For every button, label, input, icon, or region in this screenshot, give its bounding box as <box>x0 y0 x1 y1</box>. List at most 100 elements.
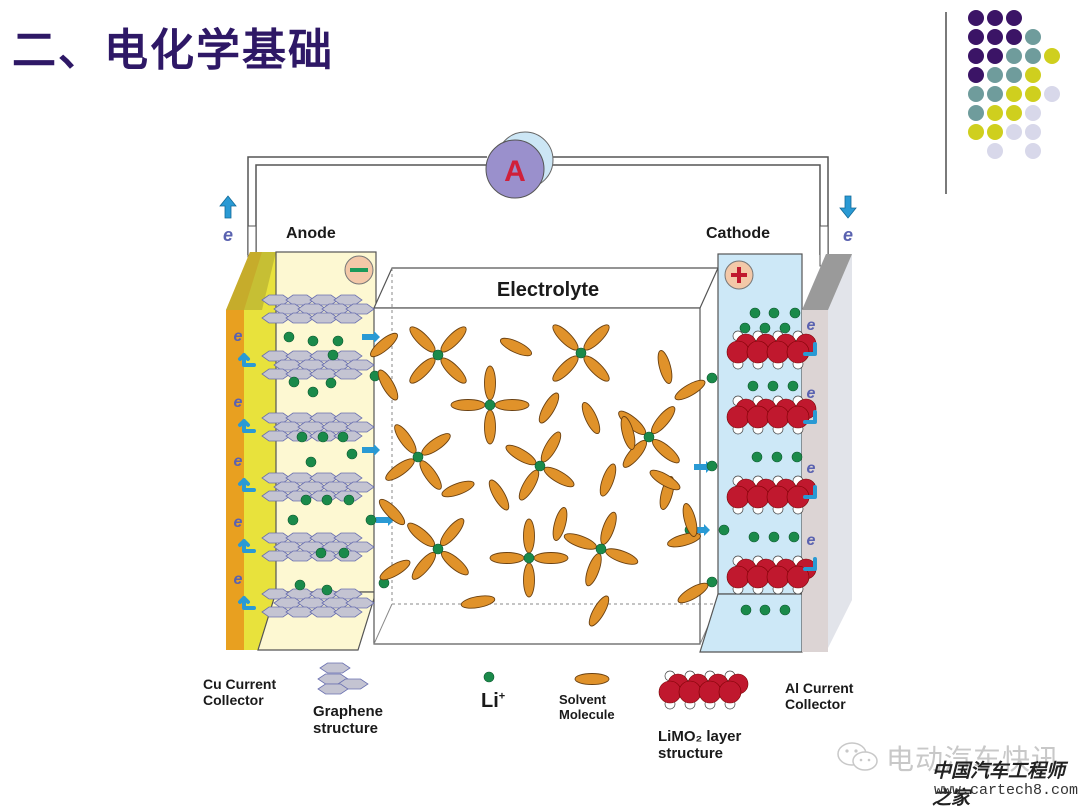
solvent-molecule <box>484 409 496 445</box>
solvent-molecule <box>489 552 525 564</box>
solvent-molecule <box>379 559 411 581</box>
li-ion-dot <box>788 531 800 543</box>
solvent-molecule <box>552 507 568 541</box>
graphene-hexagon <box>333 606 363 618</box>
decorative-dot <box>1044 86 1060 102</box>
li-ion-dot <box>771 451 783 463</box>
electron-symbol: e <box>234 514 243 531</box>
li-ion-dot <box>751 451 763 463</box>
solvent-molecule <box>588 595 610 627</box>
graphene-hexagon <box>333 312 363 324</box>
li-ion-dot <box>300 494 312 506</box>
decorative-dot <box>1006 48 1022 64</box>
electron-symbol-anode: e <box>223 225 233 245</box>
metal-atom <box>718 680 742 704</box>
electron-symbol: e <box>807 532 816 549</box>
electron-symbol: e <box>807 385 816 402</box>
electron-symbol: e <box>234 453 243 470</box>
electrolyte-label: Electrolyte <box>497 279 599 301</box>
legend-limo2-line2: structure <box>658 745 724 763</box>
legend-limo2: LiMO₂ layer structure <box>658 728 741 763</box>
decorative-dot <box>987 10 1003 26</box>
legend-li-ion: Li+ <box>481 690 505 713</box>
legend-al-collector-line2: Collector <box>785 696 846 713</box>
li-ion-dot <box>346 448 358 460</box>
li-ion-dot <box>643 431 655 443</box>
legend-cu-collector-line1: Cu Current <box>203 676 277 692</box>
graphene-hexagon <box>319 662 351 674</box>
li-ion-dot <box>706 372 718 384</box>
decorative-dot <box>1025 48 1041 64</box>
decorative-dot <box>1006 105 1022 121</box>
li-ion-dot <box>338 547 350 559</box>
solvent-molecule <box>488 479 510 511</box>
solvent-molecule <box>657 350 673 384</box>
watermark-url: www.cartech8.com <box>934 782 1079 799</box>
decorative-dot <box>1044 48 1060 64</box>
solvent-molecule <box>677 582 709 604</box>
metal-atom <box>766 340 790 364</box>
decorative-dot <box>968 124 984 140</box>
electron-flow-arrow-icon <box>238 596 256 610</box>
legend-solvent-icon <box>574 673 610 685</box>
metal-atom <box>786 405 810 429</box>
metal-atom <box>766 485 790 509</box>
electron-up-arrow-icon <box>219 195 237 219</box>
legend-li-ion-sup: + <box>498 690 506 703</box>
electron-flow-arrow-icon <box>238 419 256 433</box>
li-ion-flow-arrow-icon <box>362 331 380 343</box>
electron-symbol: e <box>234 571 243 588</box>
li-ion-dot <box>315 547 327 559</box>
li-ion-dot <box>759 322 771 334</box>
decorative-dot <box>1006 86 1022 102</box>
decorative-dot <box>987 67 1003 83</box>
decorative-dot <box>968 10 984 26</box>
metal-atom <box>658 680 682 704</box>
decorative-divider <box>945 12 947 194</box>
metal-atom <box>746 485 770 509</box>
li-ion-dot <box>595 543 607 555</box>
metal-atom <box>746 405 770 429</box>
watermark-channel: 电动汽车快讯 <box>886 743 1061 776</box>
negative-sign-bar <box>350 268 368 272</box>
metal-atom <box>678 680 702 704</box>
solvent-molecule <box>370 332 398 358</box>
li-ion-dot <box>343 494 355 506</box>
electron-flow-arrow-icon <box>238 478 256 492</box>
metal-atom <box>786 565 810 589</box>
graphene-hexagon <box>333 368 363 380</box>
electron-symbol: e <box>807 460 816 477</box>
al-current-collector <box>802 254 852 652</box>
li-ion-dot <box>287 514 299 526</box>
solvent-molecule <box>581 401 601 435</box>
solvent-molecule <box>538 392 560 424</box>
decorative-dot <box>1025 105 1041 121</box>
li-ion-dot <box>483 671 495 683</box>
metal-atom <box>766 405 790 429</box>
li-ion-dot <box>432 349 444 361</box>
solvent-molecule <box>682 503 698 537</box>
decorative-dot <box>1025 86 1041 102</box>
solvent-molecule <box>674 379 706 401</box>
metal-atom <box>726 405 750 429</box>
li-ion-dot <box>321 584 333 596</box>
solvent-molecule <box>484 365 496 401</box>
legend-al-collector-line1: Al Current <box>785 680 854 696</box>
metal-atom <box>746 565 770 589</box>
solvent-molecule <box>378 498 406 526</box>
li-ion-dot <box>432 543 444 555</box>
li-ion-dot <box>317 431 329 443</box>
decorative-dot <box>968 48 984 64</box>
wechat-icon <box>837 742 878 771</box>
li-ion-dot <box>739 322 751 334</box>
li-ion-dot <box>706 576 718 588</box>
decorative-dot <box>987 29 1003 45</box>
solvent-molecule <box>523 518 535 554</box>
electron-symbol-cathode: e <box>843 225 853 245</box>
anode-label: Anode <box>286 225 336 242</box>
li-ion-dot <box>748 531 760 543</box>
legend-al-collector: Al Current Collector <box>785 680 853 712</box>
li-ion-dot <box>332 335 344 347</box>
solvent-molecule <box>494 399 530 411</box>
